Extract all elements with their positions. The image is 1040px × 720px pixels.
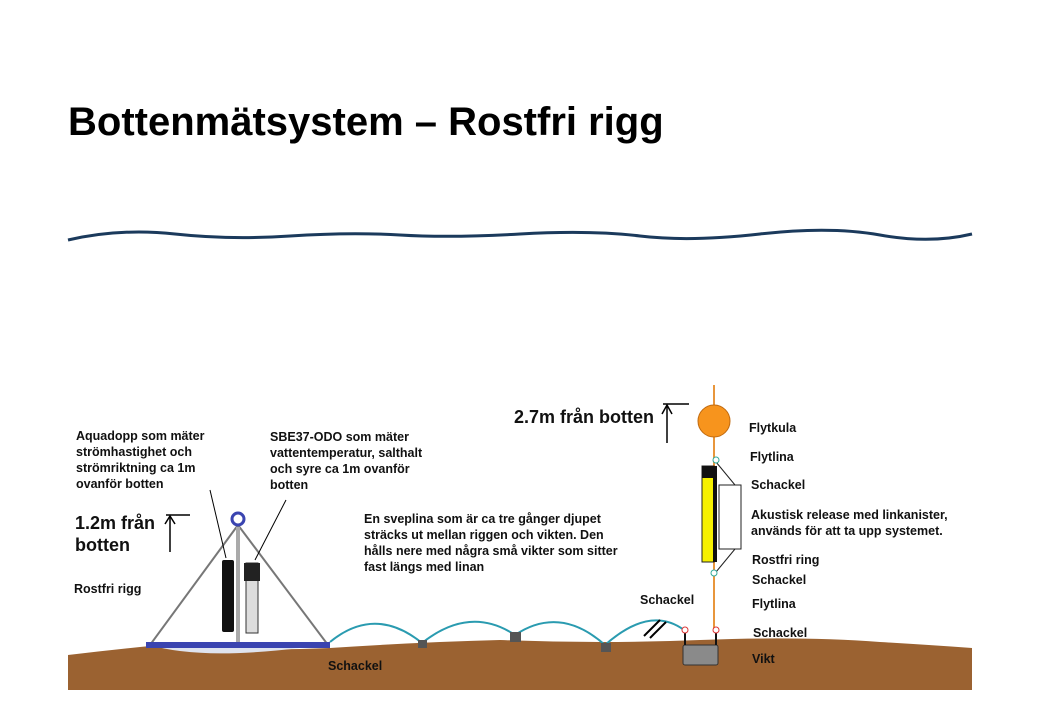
- sbe37-label: SBE37-ODO som mäter vattentemperatur, sa…: [270, 430, 423, 492]
- small-weight: [418, 640, 427, 648]
- small-weight: [510, 632, 521, 642]
- shackle-label: Schackel: [751, 478, 806, 492]
- seabed: [68, 638, 972, 690]
- float-buoy: [697, 404, 731, 438]
- page-title: Bottenmätsystem – Rostfri rigg: [68, 100, 664, 144]
- small-weight: [601, 643, 611, 652]
- shackle-label: Schackel: [752, 573, 807, 587]
- anchor-weight: [682, 644, 719, 666]
- rig-frame: [146, 511, 330, 648]
- shackle-label: Schackel: [753, 626, 808, 640]
- rig-ring: [230, 511, 246, 527]
- release-label: Akustisk release med linkanister, använd…: [751, 508, 948, 538]
- sweep-line-label: En sveplina som är ca tre gånger djupet …: [364, 512, 618, 574]
- float-label: Flytkula: [749, 421, 797, 435]
- rig-label: Rostfri rigg: [74, 582, 142, 596]
- aquadopp-label: Aquadopp som mäter strömhastighet och st…: [76, 429, 205, 491]
- ring-label: Rostfri ring: [752, 553, 820, 567]
- aquadopp-instrument: [222, 560, 234, 632]
- shackle-line-label: Schackel: [640, 593, 695, 607]
- float-line-label: Flytlina: [752, 597, 796, 611]
- float-line-label: Flytlina: [750, 450, 794, 464]
- weight-label: Vikt: [752, 652, 775, 666]
- rig-height-label: 1.2m från botten: [75, 513, 156, 555]
- shackle-bottom-label: Schackel: [328, 659, 383, 673]
- water-surface: [67, 228, 973, 242]
- acoustic-release: [701, 465, 715, 563]
- buoy-height-label: 2.7m från botten: [514, 407, 655, 427]
